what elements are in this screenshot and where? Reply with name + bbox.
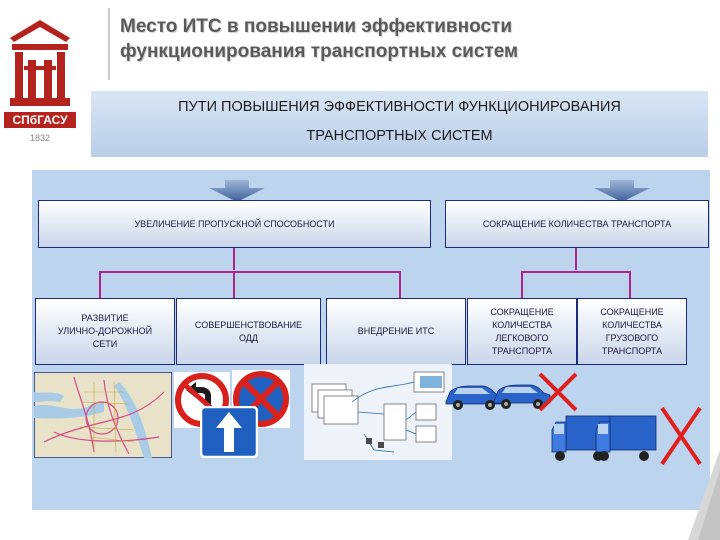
city-map-image [34, 372, 172, 458]
reduce-trucks-label: СОКРАЩЕНИЕ КОЛИЧЕСТВА ГРУЗОВОГО ТРАНСПОР… [600, 306, 664, 356]
trucks-image [551, 415, 657, 461]
reduce-transport-label: СОКРАЩЕНИЕ КОЛИЧЕСТВА ТРАНСПОРТА [482, 218, 672, 229]
reduce-cars-box: СОКРАЩЕНИЕ КОЛИЧЕСТВА ЛЕГКОВОГО ТРАНСПОР… [467, 298, 577, 365]
down-arrow-icon [209, 180, 265, 202]
traffic-org-box: СОВЕРШЕНСТВОВАНИЕ ОДД [176, 298, 321, 365]
slide-title: Место ИТС в повышении эффективности функ… [120, 14, 680, 64]
logo-name: СПбГАСУ [12, 113, 68, 127]
capacity-label: УВЕЛИЧЕНИЕ ПРОПУСКНОЙ СПОСОБНОСТИ [134, 218, 335, 229]
logo-year: 1832 [30, 133, 50, 143]
road-network-label: РАЗВИТИЕ УЛИЧНО-ДОРОЖНОЙ СЕТИ [57, 313, 153, 349]
capacity-box: УВЕЛИЧЕНИЕ ПРОПУСКНОЙ СПОСОБНОСТИ [38, 200, 431, 248]
cars-image [445, 384, 551, 410]
one-way-sign-icon [200, 406, 258, 458]
header-banner: ПУТИ ПОВЫШЕНИЯ ЭФФЕКТИВНОСТИ ФУНКЦИОНИРО… [91, 91, 708, 157]
its-box: ВНЕДРЕНИЕ ИТС [326, 298, 466, 365]
title-line-2: функционирования транспортных систем [120, 41, 519, 62]
banner-line-1: ПУТИ ПОВЫШЕНИЯ ЭФФЕКТИВНОСТИ ФУНКЦИОНИРО… [178, 99, 621, 115]
cross-mark-icon [660, 406, 702, 466]
title-divider [108, 8, 110, 80]
traffic-org-label: СОВЕРШЕНСТВОВАНИЕ ОДД [194, 319, 303, 343]
cross-mark-icon [538, 372, 578, 412]
corner-decoration [688, 450, 720, 540]
road-network-box: РАЗВИТИЕ УЛИЧНО-ДОРОЖНОЙ СЕТИ [35, 298, 175, 365]
banner-line-2: ТРАНСПОРТНЫХ СИСТЕМ [306, 128, 493, 144]
down-arrow-icon [594, 180, 650, 202]
reduce-transport-box: СОКРАЩЕНИЕ КОЛИЧЕСТВА ТРАНСПОРТА [445, 200, 709, 248]
reduce-trucks-box: СОКРАЩЕНИЕ КОЛИЧЕСТВА ГРУЗОВОГО ТРАНСПОР… [577, 298, 687, 365]
its-schematic-image [304, 364, 452, 460]
its-label: ВНЕДРЕНИЕ ИТС [357, 326, 435, 336]
diagram-panel: УВЕЛИЧЕНИЕ ПРОПУСКНОЙ СПОСОБНОСТИ СОКРАЩ… [32, 170, 710, 510]
university-logo: СПбГАСУ 1832 [0, 0, 80, 150]
reduce-cars-label: СОКРАЩЕНИЕ КОЛИЧЕСТВА ЛЕГКОВОГО ТРАНСПОР… [490, 306, 554, 356]
title-line-1: Место ИТС в повышении эффективности [120, 16, 512, 37]
